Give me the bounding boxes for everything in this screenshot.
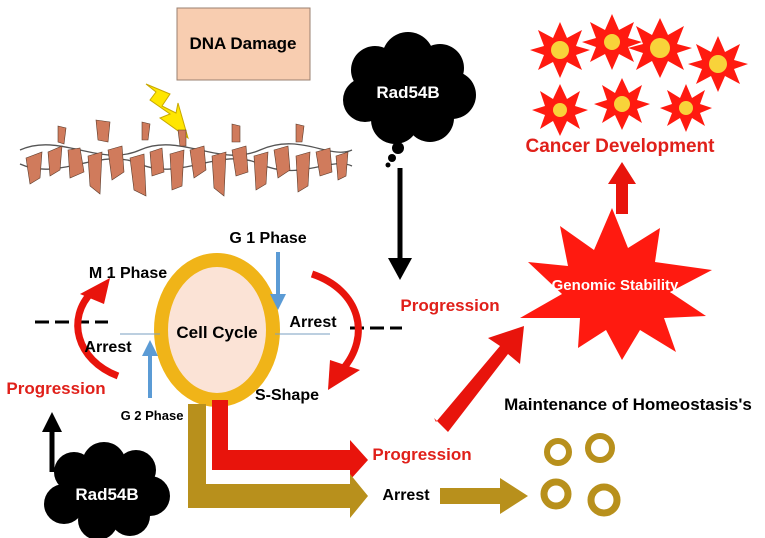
red-elbow-arrow xyxy=(212,400,368,480)
lightning-bolt-icon xyxy=(145,83,189,140)
arrest-bottom-label: Arrest xyxy=(382,487,430,504)
g2-blue-arrowhead xyxy=(142,340,158,356)
maintenance-label: Maintenance of Homeostasis's xyxy=(504,395,752,414)
genomic-to-cancer-arrowhead xyxy=(608,162,636,184)
gold-elbow-arrow xyxy=(188,404,368,518)
arrest-right-label: Arrest xyxy=(289,314,337,331)
rad54b-top-label: Rad54B xyxy=(376,83,439,102)
rad54b-bottom-arrowhead xyxy=(42,412,62,432)
g2-phase-label: G 2 Phase xyxy=(121,408,184,423)
damaged-dna-strand-icon xyxy=(19,119,353,197)
progression-bottom-label: Progression xyxy=(372,445,471,464)
cancer-development-label: Cancer Development xyxy=(525,136,715,157)
rad54b-bottom-cloud xyxy=(44,442,170,538)
rad54b-top-arrowhead xyxy=(388,258,412,280)
progression-to-genomic-arrow xyxy=(434,326,524,432)
progression-middle-label: Progression xyxy=(400,296,499,315)
left-curved-red-arrow xyxy=(74,289,120,380)
right-curved-red-arrowhead xyxy=(328,360,360,390)
g1-blue-arrowhead xyxy=(270,294,286,310)
rad54b-bottom-label: Rad54B xyxy=(75,485,138,504)
cancer-cells-icon xyxy=(530,14,748,136)
homeostasis-rings-icon xyxy=(540,433,621,517)
right-curved-red-arrow xyxy=(310,270,362,373)
genomic-stability-burst xyxy=(520,208,712,360)
arrest-left-label: Arrest xyxy=(84,339,132,356)
cell-cycle-label: Cell Cycle xyxy=(176,323,257,342)
left-curved-red-arrowhead xyxy=(80,278,110,304)
s-shape-label: S-Shape xyxy=(255,387,319,404)
dna-damage-label: DNA Damage xyxy=(189,34,296,53)
progression-left-label: Progression xyxy=(6,379,105,398)
rad54b-top-cloud xyxy=(343,32,476,168)
genomic-to-cancer-arrow-shaft xyxy=(616,182,628,214)
m1-phase-label: M 1 Phase xyxy=(89,265,167,282)
gold-to-homeostasis-arrowhead xyxy=(500,478,528,514)
dna-damage-box xyxy=(176,7,311,81)
genomic-stability-label: Genomic Stability xyxy=(552,277,679,294)
gold-to-homeostasis-shaft xyxy=(440,488,502,504)
g1-phase-label: G 1 Phase xyxy=(229,230,306,247)
